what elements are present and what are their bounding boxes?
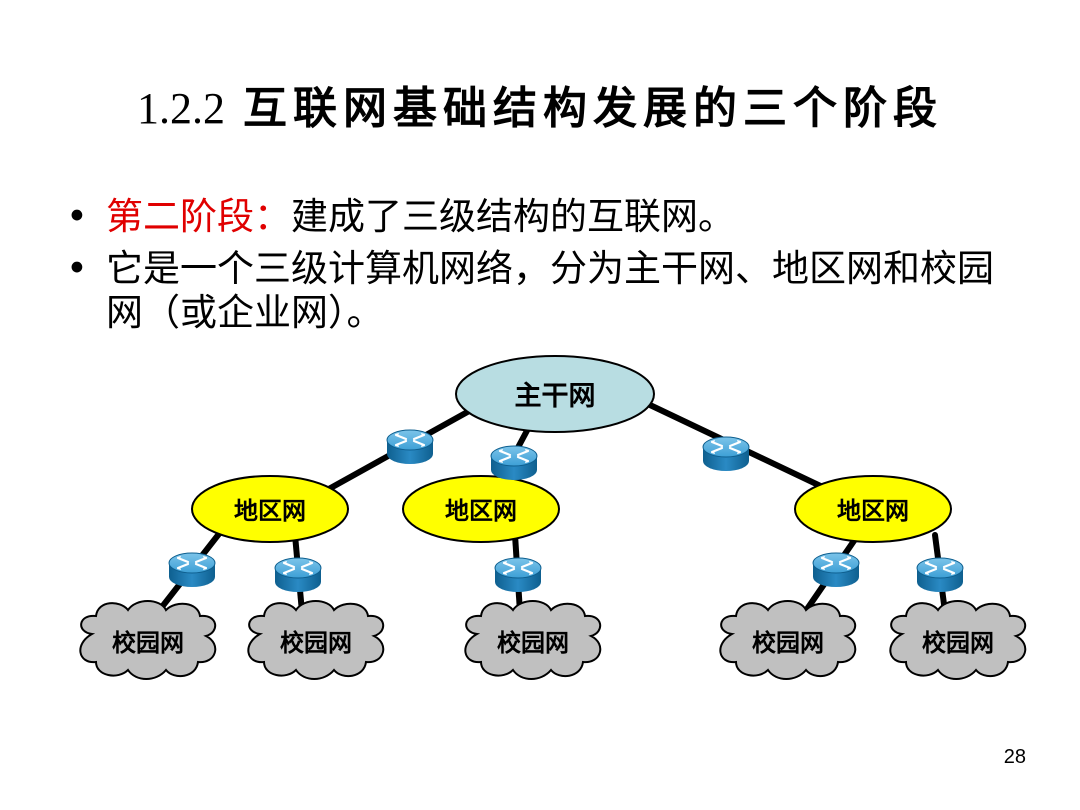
bullet-text: 建成了三级结构的互联网。	[291, 195, 735, 238]
campus-node-4: 校园网	[719, 600, 857, 680]
regional-node-3: 地区网	[794, 475, 952, 543]
bullet-item-2: • 它是一个三级计算机网络，分为主干网、地区网和校园网（或企业网）。	[66, 247, 1026, 335]
regional-node-2: 地区网	[402, 475, 560, 543]
router-icon	[812, 552, 860, 587]
bullet-list: • 第二阶段：建成了三级结构的互联网。 • 它是一个三级计算机网络，分为主干网、…	[66, 195, 1026, 343]
campus-node-2: 校园网	[247, 600, 385, 680]
campus-node-3: 校园网	[464, 600, 602, 680]
campus-networks: 校园网 校园网 校园网 校园网 校园网	[79, 600, 1027, 680]
campus-label-5: 校园网	[922, 629, 994, 657]
regional-node-1: 地区网	[191, 475, 349, 543]
bullet-item-1: • 第二阶段：建成了三级结构的互联网。	[66, 195, 1026, 239]
bullet-marker: •	[66, 195, 88, 238]
campus-label-4: 校园网	[752, 629, 824, 657]
router-icon	[494, 557, 542, 592]
router-icon	[702, 436, 750, 471]
regional-label-1: 地区网	[234, 497, 306, 525]
campus-label-3: 校园网	[497, 629, 569, 657]
bullet-marker: •	[66, 247, 88, 290]
campus-node-1: 校园网	[79, 600, 217, 680]
bullet-highlight: 第二阶段：	[106, 195, 291, 238]
campus-label-2: 校园网	[280, 629, 352, 657]
campus-label-1: 校园网	[112, 629, 184, 657]
router-icon	[274, 557, 322, 592]
page-number: 28	[1003, 746, 1026, 768]
link-backbone-region-3	[647, 402, 853, 503]
title-number: 1.2.2	[137, 84, 225, 133]
routers	[168, 429, 964, 592]
backbone-node: 主干网	[455, 355, 655, 433]
router-icon	[490, 445, 538, 480]
campus-node-5: 校园网	[889, 600, 1027, 680]
router-icon	[386, 429, 434, 464]
slide-title: 1.2.2 互联网基础结构发展的三个阶段	[0, 72, 1080, 136]
router-icon	[916, 557, 964, 592]
regional-label-2: 地区网	[445, 497, 517, 525]
bullet-text: 它是一个三级计算机网络，分为主干网、地区网和校园网（或企业网）。	[106, 247, 994, 334]
regional-label-3: 地区网	[837, 497, 909, 525]
backbone-label: 主干网	[515, 381, 596, 412]
router-icon	[168, 552, 216, 587]
title-text: 互联网基础结构发展的三个阶段	[243, 83, 943, 134]
